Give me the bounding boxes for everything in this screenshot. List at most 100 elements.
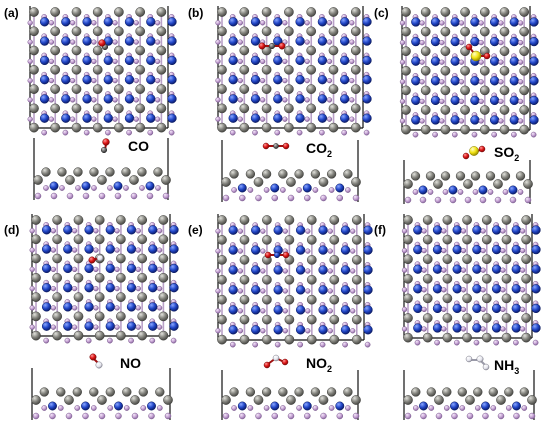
boron-atom [530, 131, 537, 138]
hydrogen-atom [465, 355, 473, 363]
metal-atom [328, 7, 339, 17]
boron-atom [82, 192, 90, 200]
metal-atom [92, 122, 103, 133]
metal-atom [519, 124, 530, 135]
nitrogen-atom [452, 264, 462, 274]
metal-atom [135, 103, 146, 114]
boron-atom [421, 267, 427, 273]
boron-atom [237, 20, 243, 26]
nitrogen-atom [432, 244, 443, 255]
boron-atom [305, 248, 311, 254]
metal-atom [328, 122, 339, 133]
nitrogen-atom [295, 55, 305, 66]
boron-atom [419, 98, 425, 105]
metal-atom [519, 65, 530, 76]
metal-atom [284, 7, 294, 17]
boron-atom [69, 77, 76, 84]
metal-atom [403, 254, 413, 265]
sulfur-atom [470, 50, 482, 62]
boron-atom [404, 196, 412, 204]
boron-atom [524, 196, 532, 204]
boron-atom [421, 228, 427, 234]
metal-atom [92, 45, 103, 56]
metal-atom [425, 171, 436, 181]
nitrogen-atom [529, 95, 539, 106]
boron-atom [487, 189, 494, 195]
metal-atom [499, 85, 510, 96]
metal-atom [440, 46, 451, 57]
boron-atom [130, 192, 138, 200]
boron-atom [27, 39, 33, 45]
metal-atom [403, 293, 413, 304]
boron-atom [98, 192, 106, 200]
nitrogen-atom [491, 264, 502, 274]
nitrogen-atom [84, 283, 94, 293]
nitrogen-atom [61, 113, 71, 123]
nitrogen-atom [318, 285, 328, 295]
nitrogen-atom [450, 401, 459, 411]
boron-atom [29, 247, 35, 253]
nitrogen-atom [84, 321, 94, 331]
metal-atom [403, 332, 413, 343]
nitrogen-atom [63, 244, 73, 254]
metal-atom [479, 7, 490, 17]
metal-atom [284, 103, 294, 114]
metal-atom [261, 84, 272, 94]
boron-atom [237, 228, 244, 234]
nitrogen-atom [295, 285, 306, 295]
nitrogen-atom [228, 75, 238, 85]
boron-atom [502, 189, 509, 195]
nitrogen-atom [63, 302, 73, 312]
metal-atom [284, 45, 294, 56]
nitrogen-atom [302, 183, 312, 193]
nitrogen-atom [39, 55, 50, 66]
nitrogen-atom [411, 56, 421, 66]
nitrogen-atom [335, 183, 345, 193]
metal-atom [284, 122, 294, 133]
boron-atom [65, 412, 73, 420]
boron-atom [401, 326, 408, 332]
boron-atom [327, 228, 333, 234]
nitrogen-atom [318, 305, 328, 315]
metal-atom [479, 65, 490, 76]
sulfur-atom [469, 146, 479, 156]
nitrogen-atom [317, 75, 328, 85]
metal-atom [286, 395, 296, 405]
metal-atom [351, 334, 362, 345]
metal-atom [310, 169, 321, 179]
nitrogen-atom [273, 75, 283, 85]
boron-atom [282, 116, 288, 122]
hydrogen-atom [476, 355, 484, 363]
boron-atom [112, 58, 118, 65]
hydrogen-atom [272, 354, 280, 362]
nitrogen-atom [318, 265, 328, 275]
boron-atom [494, 196, 502, 204]
nitrogen-atom [489, 115, 500, 125]
metal-atom [64, 395, 74, 405]
metal-atom [442, 234, 453, 245]
metal-atom [422, 313, 433, 323]
metal-atom [284, 64, 294, 75]
boron-atom [69, 58, 76, 65]
metal-atom [481, 313, 492, 323]
nitrogen-atom [452, 303, 462, 314]
boron-atom [48, 20, 55, 26]
metal-atom [161, 175, 171, 185]
boron-atom [287, 194, 295, 202]
nitrogen-atom [529, 56, 539, 66]
boron-atom [237, 58, 243, 65]
metal-atom [52, 215, 63, 225]
boron-atom [229, 341, 236, 348]
boron-atom [237, 268, 244, 274]
nitrogen-atom [452, 323, 462, 333]
metal-atom [420, 65, 431, 76]
boron-atom [326, 58, 333, 65]
metal-atom [481, 234, 492, 245]
nitrogen-atom [430, 115, 441, 125]
boron-atom [135, 324, 141, 330]
boron-atom [519, 287, 526, 293]
metal-atom [73, 215, 84, 225]
metal-atom [261, 7, 272, 17]
nitrogen-atom [61, 55, 71, 66]
metal-atom [442, 215, 453, 225]
